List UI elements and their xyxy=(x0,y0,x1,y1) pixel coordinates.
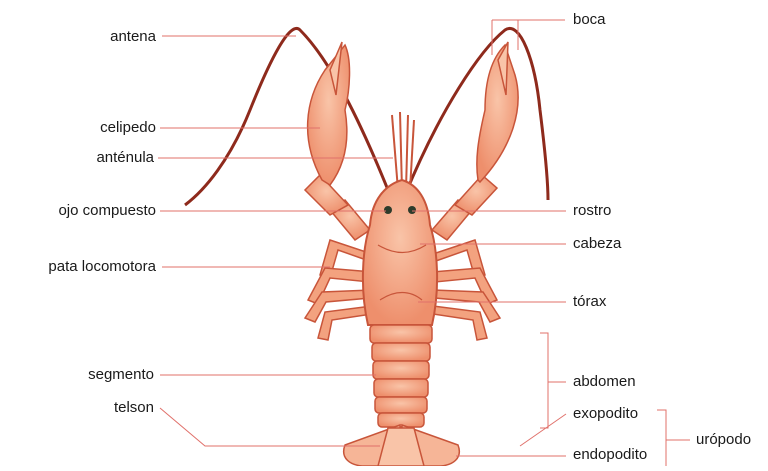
left-cheliped xyxy=(305,42,370,240)
label-uropodo: urópodo xyxy=(696,431,751,449)
label-antena: antena xyxy=(60,28,156,46)
label-abdomen: abdomen xyxy=(573,373,636,391)
label-telson: telson xyxy=(60,399,154,417)
left-eye xyxy=(384,206,392,214)
left-antenna xyxy=(185,28,390,205)
right-cheliped xyxy=(432,42,518,240)
label-boca: boca xyxy=(573,11,606,29)
label-rostro: rostro xyxy=(573,202,611,220)
label-torax: tórax xyxy=(573,293,606,311)
label-exopodito: exopodito xyxy=(573,405,638,423)
label-segmento: segmento xyxy=(40,366,154,384)
label-celipedo: celipedo xyxy=(50,119,156,137)
antennules xyxy=(392,112,414,190)
right-eye xyxy=(408,206,416,214)
walking-legs-right xyxy=(430,240,500,340)
label-antenula: anténula xyxy=(40,149,154,167)
right-antenna xyxy=(405,28,548,200)
label-cabeza: cabeza xyxy=(573,235,621,253)
label-pata-locomotora: pata locomotora xyxy=(4,258,156,276)
label-endopodito: endopodito xyxy=(573,446,647,464)
abdomen-segments xyxy=(370,325,432,427)
label-ojo-compuesto: ojo compuesto xyxy=(10,202,156,220)
